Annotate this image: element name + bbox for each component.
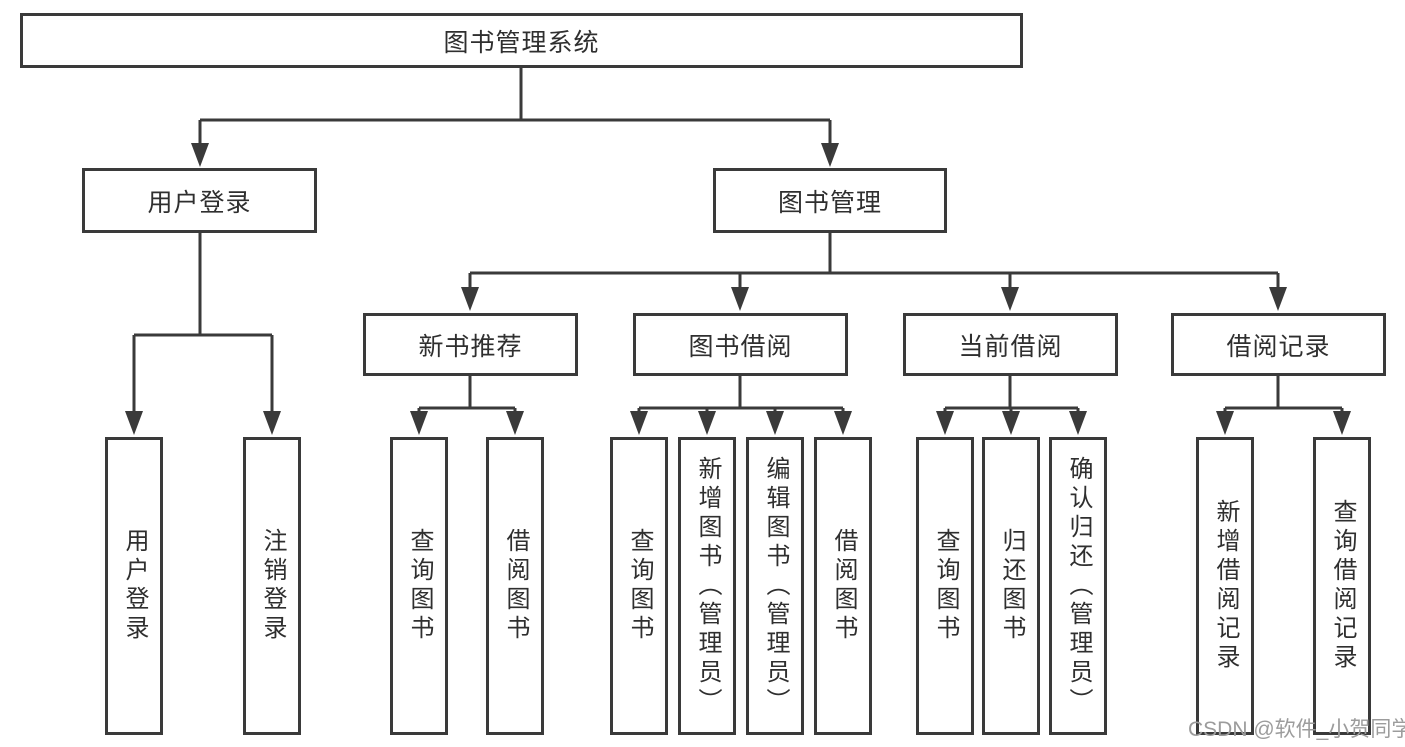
leaf-return-book-label: 归还图书: [998, 528, 1025, 644]
leaf-add-book-admin-label: 新增图书（管理员）: [694, 455, 721, 717]
leaf-query-book-recommend: 查询图书: [390, 437, 448, 735]
connector-root-to-level2: [191, 68, 839, 167]
node-book-borrow: 图书借阅: [633, 313, 848, 376]
node-book-borrow-label: 图书借阅: [688, 332, 793, 361]
connector-borrow-records-branch: [1216, 376, 1351, 435]
leaf-query-borrow-record: 查询借阅记录: [1313, 437, 1371, 735]
node-borrow-records-label: 借阅记录: [1226, 332, 1331, 361]
leaf-add-borrow-record: 新增借阅记录: [1196, 437, 1254, 735]
leaf-add-book-admin: 新增图书（管理员）: [678, 437, 736, 735]
leaf-user-login-label: 用户登录: [121, 528, 148, 644]
leaf-edit-book-admin: 编辑图书（管理员）: [746, 437, 804, 735]
connector-book-borrow-branch: [630, 376, 852, 435]
leaf-logout-label: 注销登录: [259, 528, 286, 644]
node-new-book-recommend: 新书推荐: [363, 313, 578, 376]
connector-book-management-branch: [461, 233, 1287, 311]
node-current-borrow: 当前借阅: [903, 313, 1118, 376]
leaf-query-book-recommend-label: 查询图书: [406, 528, 433, 644]
node-current-borrow-label: 当前借阅: [958, 332, 1063, 361]
leaf-query-book-borrow: 查询图书: [610, 437, 668, 735]
node-library-management-system-label: 图书管理系统: [443, 28, 600, 57]
leaf-return-book: 归还图书: [982, 437, 1040, 735]
node-borrow-records: 借阅记录: [1171, 313, 1386, 376]
leaf-query-book-current-label: 查询图书: [932, 528, 959, 644]
leaf-logout: 注销登录: [243, 437, 301, 735]
node-new-book-recommend-label: 新书推荐: [418, 332, 523, 361]
connector-current-borrow-branch: [936, 376, 1087, 435]
connector-user-login-branch: [125, 233, 281, 435]
connector-new-book-recommend-branch: [410, 376, 524, 435]
leaf-query-book-current: 查询图书: [916, 437, 974, 735]
node-user-login: 用户登录: [82, 168, 317, 233]
node-book-management: 图书管理: [713, 168, 947, 233]
node-library-management-system: 图书管理系统: [20, 13, 1023, 68]
leaf-user-login: 用户登录: [105, 437, 163, 735]
leaf-borrow-book-label: 借阅图书: [830, 528, 857, 644]
node-book-management-label: 图书管理: [777, 188, 882, 217]
leaf-add-borrow-record-label: 新增借阅记录: [1212, 499, 1239, 673]
leaf-edit-book-admin-label: 编辑图书（管理员）: [762, 455, 789, 717]
leaf-confirm-return-admin-label: 确认归还（管理员）: [1065, 455, 1092, 717]
leaf-borrow-book: 借阅图书: [814, 437, 872, 735]
leaf-borrow-book-recommend-label: 借阅图书: [502, 528, 529, 644]
leaf-borrow-book-recommend: 借阅图书: [486, 437, 544, 735]
node-user-login-label: 用户登录: [147, 188, 252, 217]
leaf-query-borrow-record-label: 查询借阅记录: [1329, 499, 1356, 673]
leaf-confirm-return-admin: 确认归还（管理员）: [1049, 437, 1107, 735]
watermark: CSDN @软件_小贺同学: [1188, 718, 1405, 741]
leaf-query-book-borrow-label: 查询图书: [626, 528, 653, 644]
